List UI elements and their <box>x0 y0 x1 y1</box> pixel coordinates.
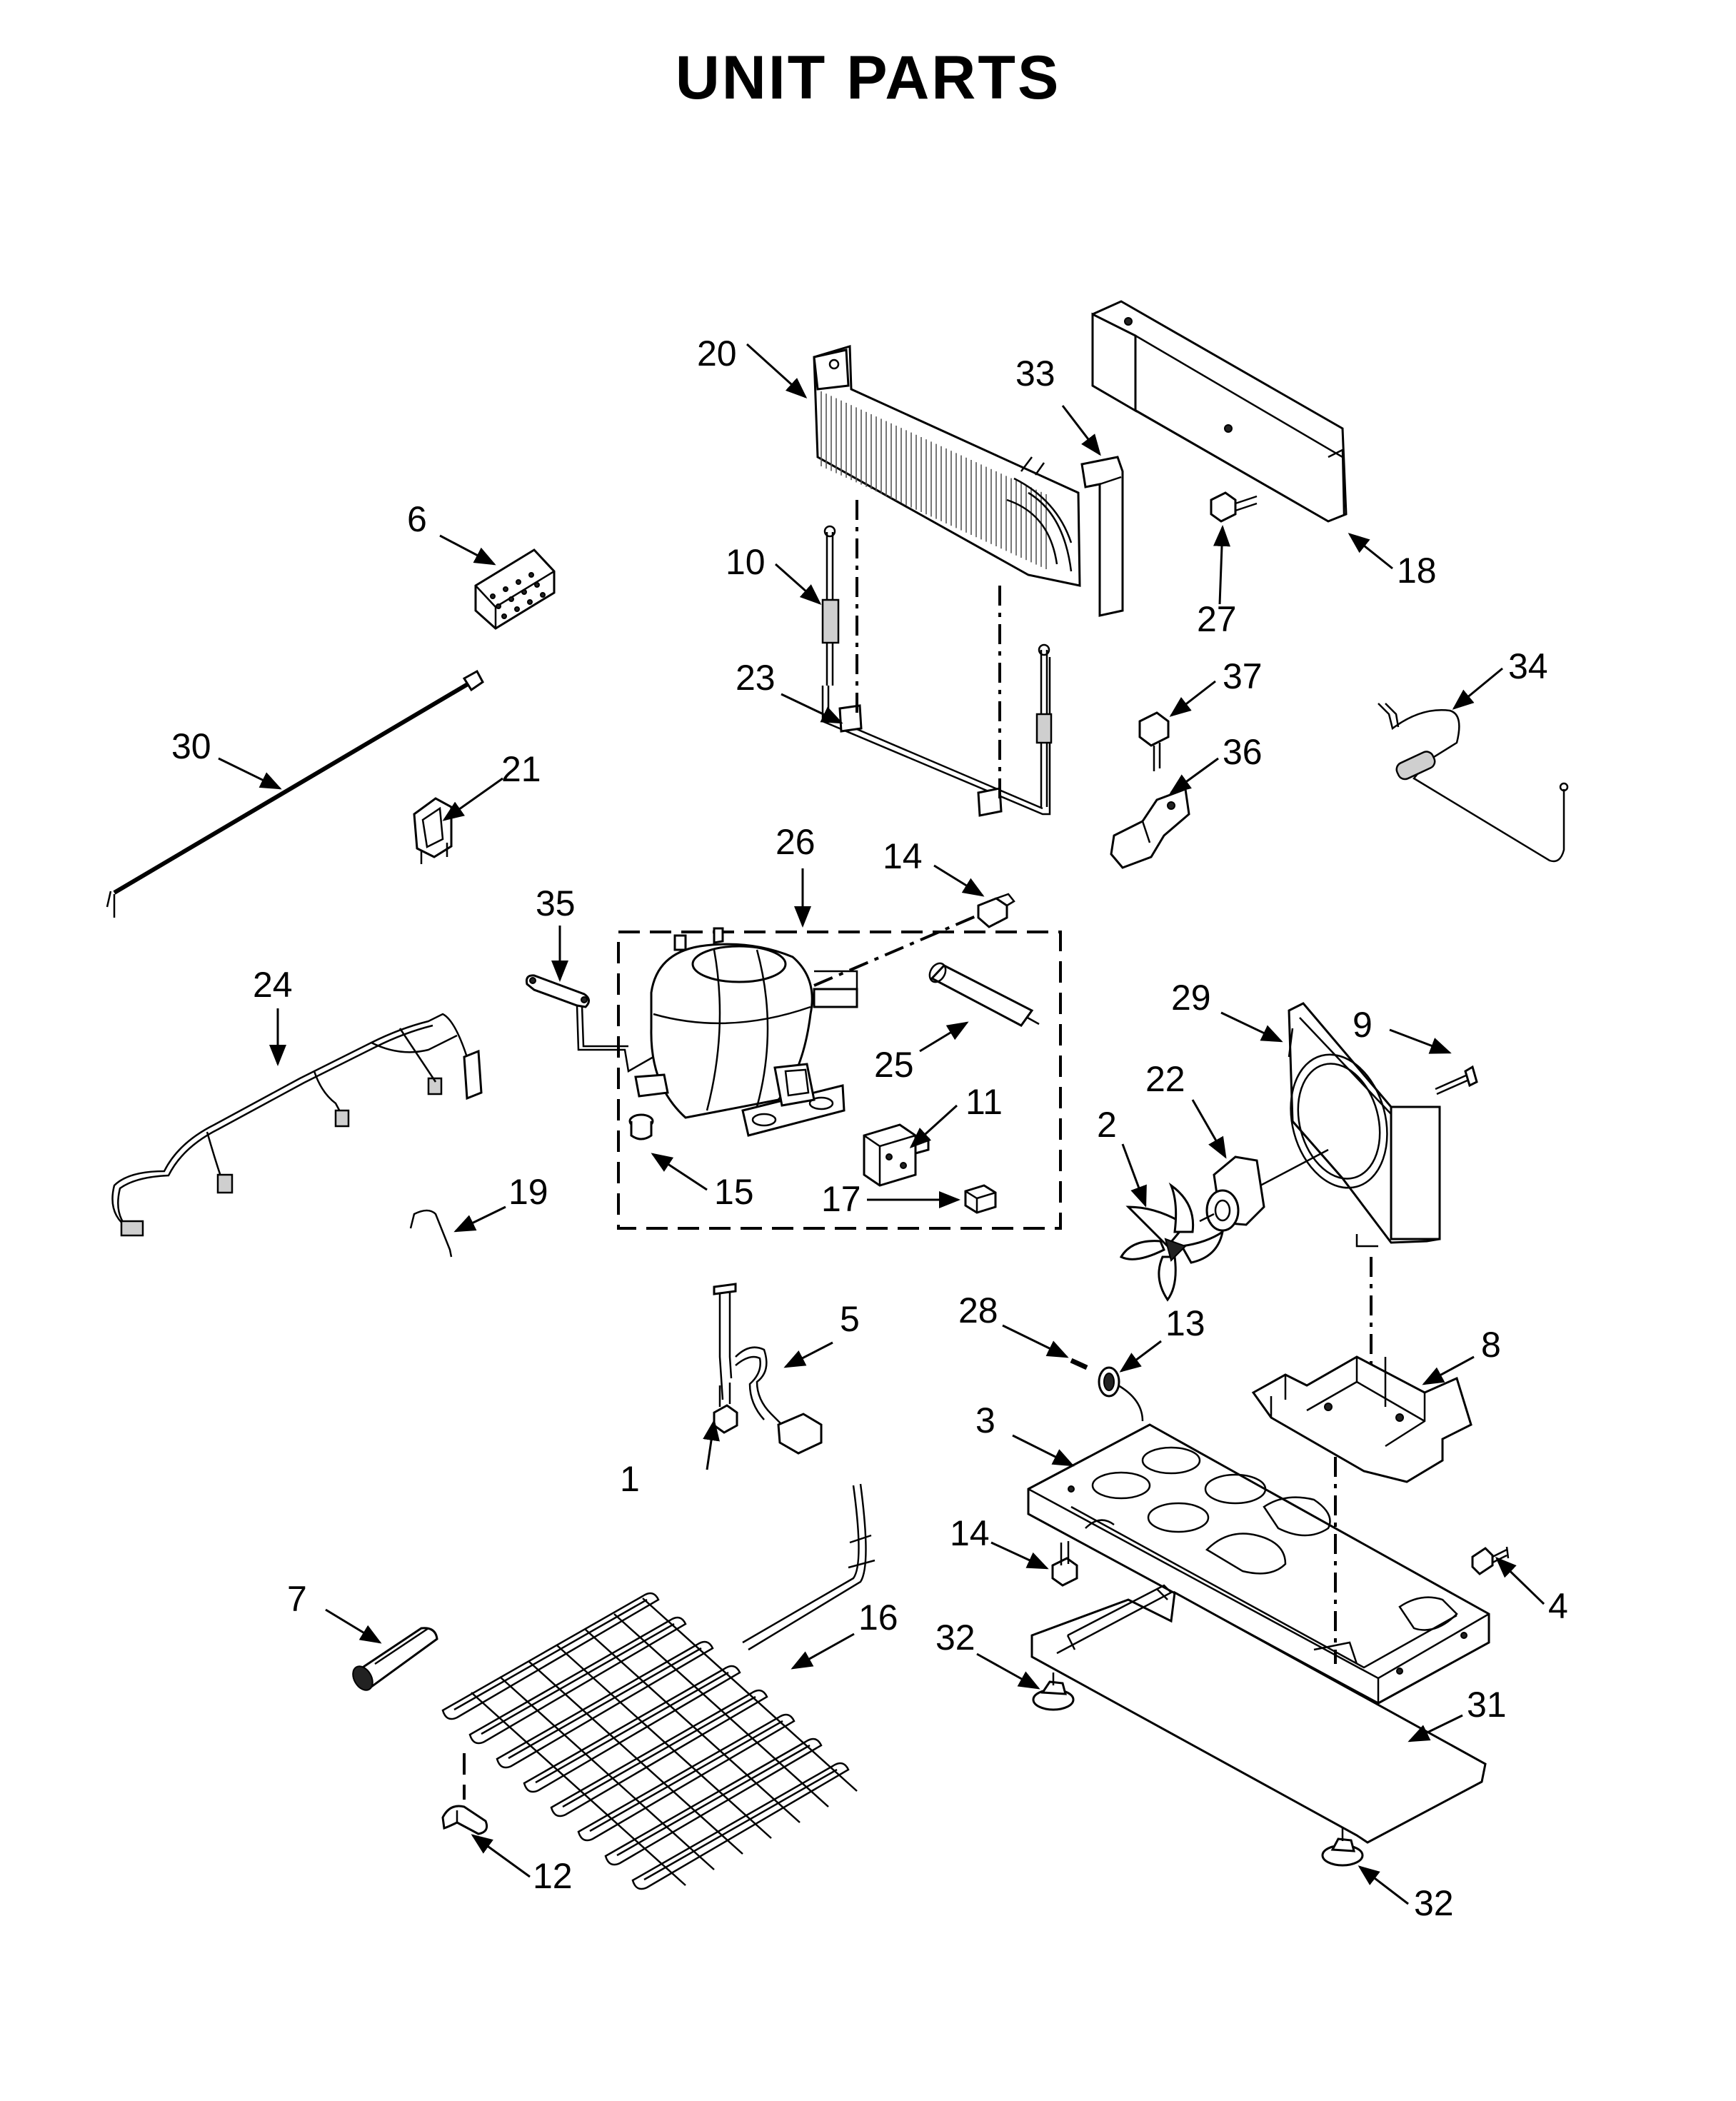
part-18-cover-channel[interactable] <box>1091 300 1348 523</box>
callout-3[interactable]: 3 <box>975 1400 995 1440</box>
callout-14-top[interactable]: 14 <box>883 836 923 876</box>
callout-27[interactable]: 27 <box>1197 599 1237 639</box>
callout-1[interactable]: 1 <box>620 1459 640 1499</box>
callout-19[interactable]: 19 <box>508 1172 548 1212</box>
part-4-screw[interactable] <box>1471 1546 1510 1575</box>
callout-15[interactable]: 15 <box>714 1172 754 1212</box>
callout-4[interactable]: 4 <box>1548 1586 1568 1626</box>
part-30-wire[interactable] <box>106 669 484 918</box>
part-13-grommet[interactable] <box>1098 1366 1144 1422</box>
callout-leader-lines <box>218 343 1545 1905</box>
callout-34[interactable]: 34 <box>1508 646 1548 686</box>
callout-33[interactable]: 33 <box>1015 353 1055 393</box>
part-10-sensor[interactable] <box>821 525 840 686</box>
part-31-insulation-pad[interactable] <box>1030 1584 1487 1844</box>
part-6-control-board[interactable] <box>474 548 556 630</box>
part-28-pin[interactable] <box>1070 1358 1088 1370</box>
part-19-wire[interactable] <box>409 1209 453 1258</box>
page-title: UNIT PARTS <box>675 44 1061 112</box>
part-5-drain-tube[interactable] <box>713 1283 823 1455</box>
callout-36[interactable]: 36 <box>1223 732 1263 772</box>
callout-12[interactable]: 12 <box>533 1856 573 1896</box>
part-16-evaporator-coil[interactable] <box>441 1483 875 1890</box>
callout-20[interactable]: 20 <box>697 334 737 373</box>
callout-21[interactable]: 21 <box>501 749 541 789</box>
callout-31[interactable]: 31 <box>1467 1685 1507 1725</box>
callout-5[interactable]: 5 <box>840 1299 860 1339</box>
callout-2[interactable]: 2 <box>1097 1105 1117 1145</box>
compressor-assembly-boundary <box>617 931 1062 1230</box>
part-7-tube-sleeve[interactable] <box>349 1627 438 1694</box>
callout-9[interactable]: 9 <box>1353 1005 1373 1045</box>
callout-30[interactable]: 30 <box>171 726 211 766</box>
callout-37[interactable]: 37 <box>1223 656 1263 696</box>
part-32-foot-lower[interactable] <box>1321 1828 1364 1867</box>
part-12-clip[interactable] <box>441 1805 488 1835</box>
callout-32-lower[interactable]: 32 <box>1414 1883 1454 1923</box>
part-33-seal-strip[interactable] <box>1080 456 1124 617</box>
part-29-fan-shroud[interactable] <box>1277 1002 1441 1248</box>
part-8-shroud-base[interactable] <box>1251 1355 1472 1483</box>
part-14-fitting[interactable] <box>977 893 1015 928</box>
part-3-base-plate[interactable] <box>1027 1423 1490 1705</box>
part-9-screw[interactable] <box>1435 1065 1478 1095</box>
callout-28[interactable]: 28 <box>958 1290 998 1330</box>
callout-23[interactable]: 23 <box>736 658 776 698</box>
callout-35[interactable]: 35 <box>536 883 576 923</box>
motor-shaft-line <box>1260 1148 1329 1187</box>
callout-22[interactable]: 22 <box>1145 1059 1185 1099</box>
part-34-tube[interactable] <box>1378 703 1569 863</box>
callout-26[interactable]: 26 <box>776 822 816 862</box>
callout-14-bottom[interactable]: 14 <box>950 1513 990 1553</box>
part-37-screw[interactable] <box>1138 711 1170 771</box>
part-35-bracket[interactable] <box>526 974 590 1008</box>
part-20-condenser[interactable] <box>813 345 1081 587</box>
callout-24[interactable]: 24 <box>253 965 293 1005</box>
part-25-filter-drier[interactable] <box>926 961 1040 1027</box>
callout-8[interactable]: 8 <box>1481 1325 1501 1365</box>
part-24-wire-harness[interactable] <box>111 1013 483 1237</box>
part-27-screw[interactable] <box>1210 491 1258 523</box>
callout-18[interactable]: 18 <box>1397 551 1437 591</box>
compressor[interactable] <box>634 927 858 1137</box>
part-14-screw[interactable] <box>1051 1541 1078 1587</box>
part-15-grommet[interactable] <box>628 1113 654 1140</box>
callout-29[interactable]: 29 <box>1171 978 1211 1018</box>
part-11-relay[interactable] <box>863 1123 930 1187</box>
part-32-foot-upper[interactable] <box>1032 1673 1075 1711</box>
callout-13[interactable]: 13 <box>1165 1303 1205 1343</box>
alignment-line <box>813 909 990 987</box>
callout-16[interactable]: 16 <box>858 1598 898 1638</box>
callout-25[interactable]: 25 <box>874 1045 914 1085</box>
callout-32-upper[interactable]: 32 <box>935 1618 975 1658</box>
callout-11[interactable]: 11 <box>965 1082 1003 1122</box>
callout-17[interactable]: 17 <box>821 1179 861 1219</box>
callout-7[interactable]: 7 <box>287 1579 307 1619</box>
part-36-bracket[interactable] <box>1110 787 1190 869</box>
part-1-screw[interactable] <box>713 1383 738 1434</box>
callout-6[interactable]: 6 <box>407 499 427 539</box>
part-22-fan-motor[interactable] <box>1199 1155 1265 1232</box>
callout-10[interactable]: 10 <box>726 542 766 582</box>
part-21-clip[interactable] <box>413 797 453 864</box>
compressor-tube <box>576 1005 654 1073</box>
part-2-fan-blade[interactable] <box>1119 1182 1225 1302</box>
part-17-overload[interactable] <box>964 1184 997 1214</box>
